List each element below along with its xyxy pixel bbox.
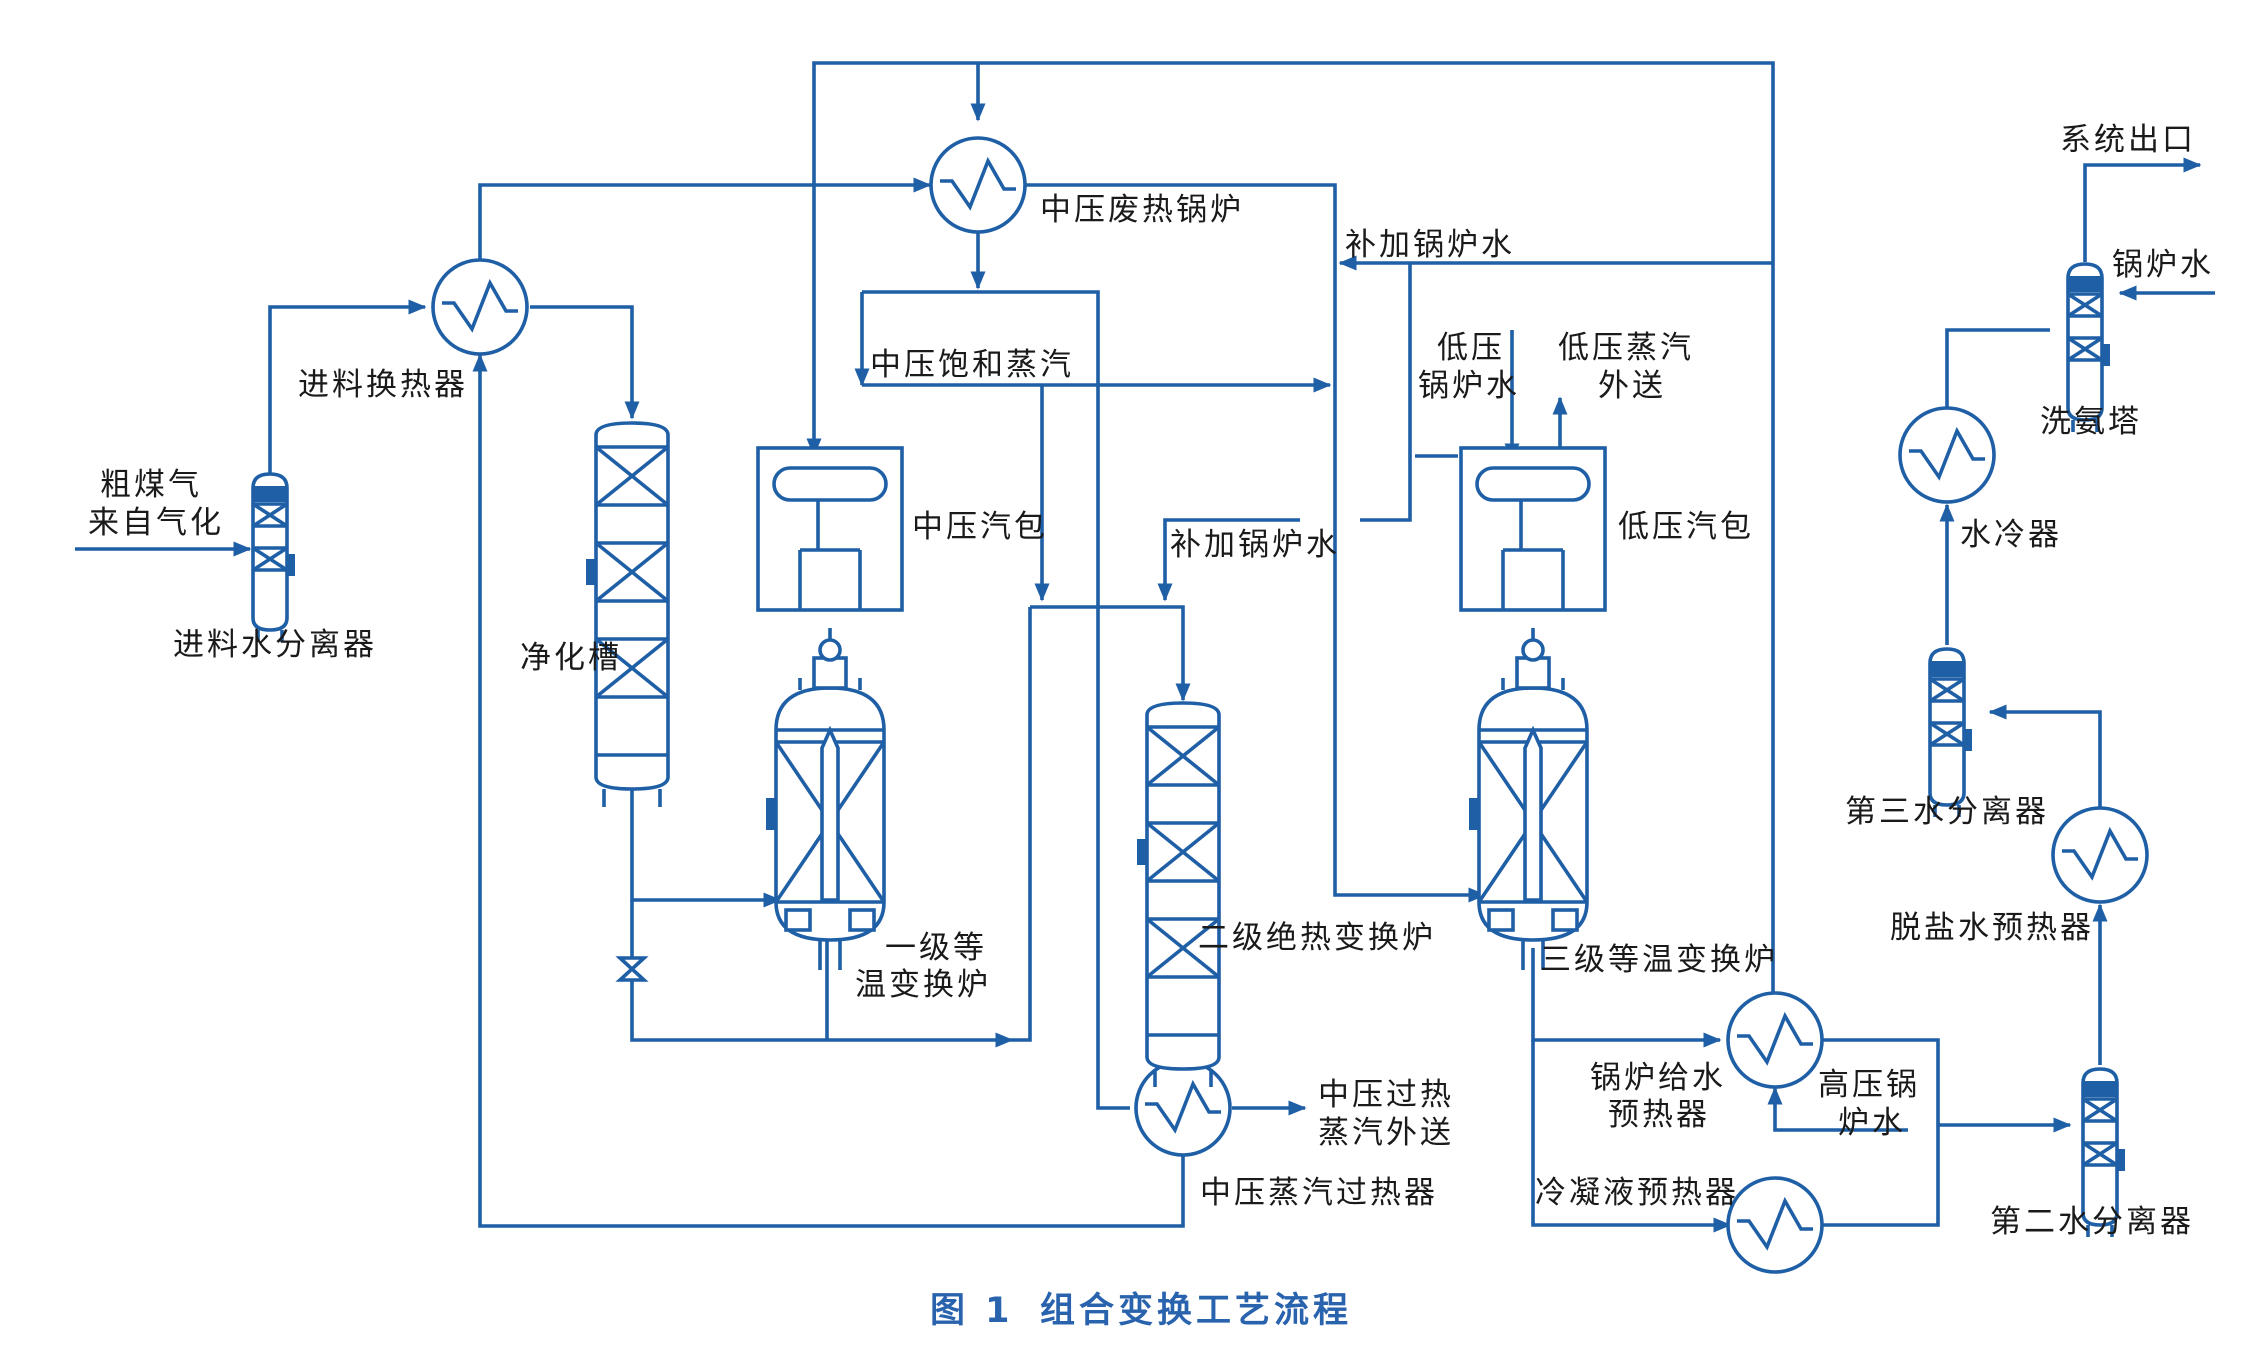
label-bfw-preheater-2: 预热器 [1608, 1097, 1710, 1133]
label-hp-boiler-water-2: 炉水 [1838, 1105, 1906, 1141]
label-feed-exchanger: 进料换热器 [298, 367, 468, 403]
label-stage2: 二级绝热变换炉 [1198, 920, 1436, 956]
label-stage3: 三级等温变换炉 [1540, 942, 1778, 978]
label-lp-steam-export-1: 低压蒸汽 [1558, 330, 1694, 366]
label-feed-separator: 进料水分离器 [173, 627, 377, 663]
label-bfw-preheater-1: 锅炉给水 [1590, 1060, 1726, 1096]
figure-number: 图 1 [930, 1291, 1014, 1331]
demin-preheater-icon [2051, 806, 2149, 904]
label-lp-boiler-water-1: 低压 [1437, 330, 1505, 366]
label-stage1-2: 温变换炉 [855, 967, 991, 1003]
mp-drum-icon [756, 446, 904, 612]
label-raw-gas-2: 来自气化 [88, 505, 224, 541]
label-mp-superheated-2: 蒸汽外送 [1318, 1115, 1454, 1151]
label-condensate-preheater: 冷凝液预热器 [1535, 1175, 1739, 1211]
label-mp-drum: 中压汽包 [912, 509, 1048, 545]
lp-drum-icon [1459, 446, 1607, 612]
third-separator-icon [1928, 647, 1974, 819]
label-third-separator: 第三水分离器 [1845, 794, 2049, 830]
label-boiler-water: 锅炉水 [2112, 247, 2214, 283]
label-stage1-1: 一级等 [885, 930, 987, 966]
figure-title: 组合变换工艺流程 [1040, 1291, 1352, 1331]
label-second-separator: 第二水分离器 [1990, 1204, 2194, 1240]
label-raw-gas-1: 粗煤气 [100, 467, 202, 503]
label-system-outlet: 系统出口 [2060, 122, 2196, 158]
label-makeup-water-left: 补加锅炉水 [1170, 527, 1340, 563]
label-hp-boiler-water-1: 高压锅 [1818, 1067, 1920, 1103]
label-lp-boiler-water-2: 锅炉水 [1418, 368, 1520, 404]
water-cooler-icon [1898, 406, 1996, 504]
purifier-icon [584, 421, 670, 809]
mp-waste-boiler-icon [929, 136, 1027, 234]
label-mp-waste-boiler: 中压废热锅炉 [1040, 192, 1244, 228]
feed-separator-icon [251, 472, 297, 644]
stage3-reactor-icon [1467, 626, 1589, 972]
label-mp-superheated-1: 中压过热 [1318, 1077, 1454, 1113]
label-demin-preheater: 脱盐水预热器 [1890, 910, 2094, 946]
label-mp-saturated-steam: 中压饱和蒸汽 [870, 347, 1074, 383]
label-ammonia-scrubber: 洗氨塔 [2040, 404, 2142, 440]
label-mp-superheater: 中压蒸汽过热器 [1200, 1175, 1438, 1211]
mp-superheater-icon [1134, 1059, 1232, 1157]
label-purifier: 净化槽 [520, 640, 622, 676]
feed-exchanger-icon [431, 258, 529, 356]
label-makeup-water-right: 补加锅炉水 [1345, 227, 1515, 263]
stage1-reactor-icon [764, 626, 886, 972]
label-water-cooler: 水冷器 [1960, 517, 2062, 553]
stage2-reactor-icon [1135, 701, 1221, 1089]
label-lp-drum: 低压汽包 [1618, 509, 1754, 545]
bfw-preheater-icon [1726, 991, 1824, 1089]
label-lp-steam-export-2: 外送 [1598, 368, 1666, 404]
condensate-preheater-icon [1726, 1176, 1824, 1274]
